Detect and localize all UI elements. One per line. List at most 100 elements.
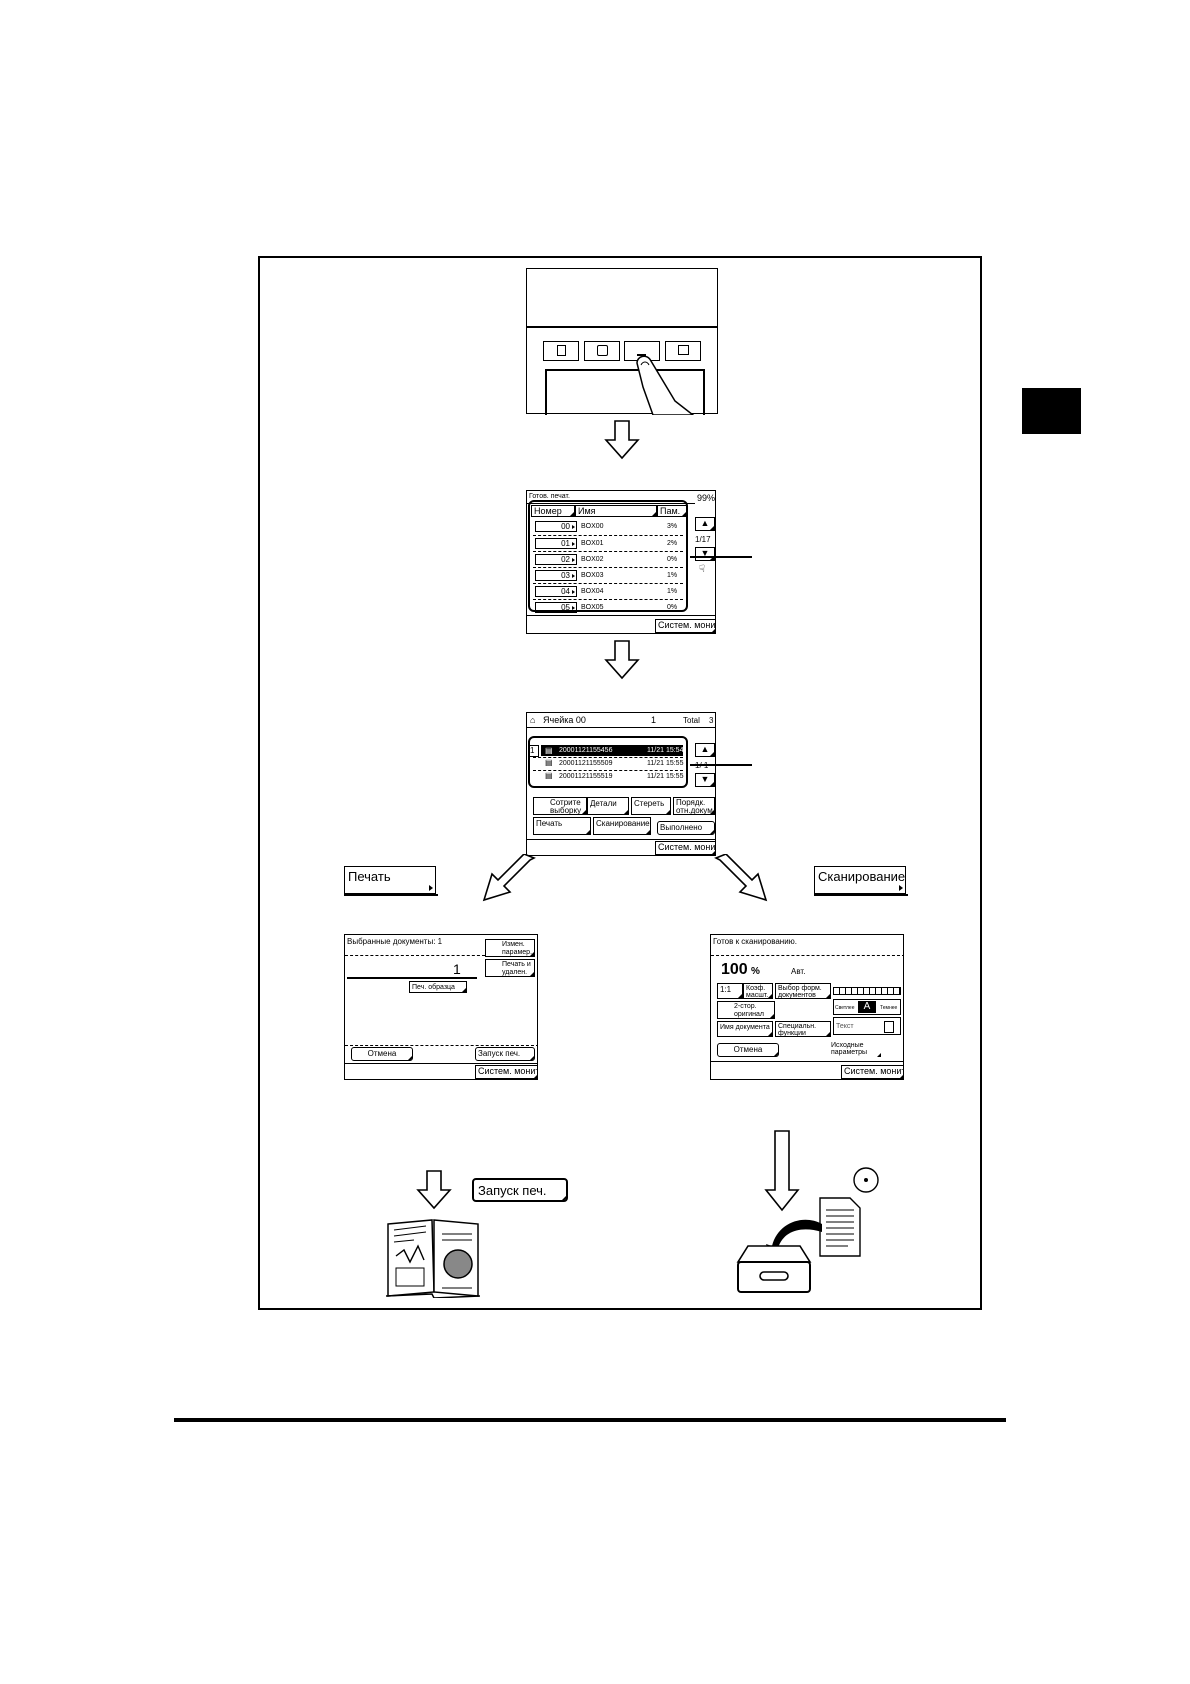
box-usage: 0% [667,604,678,611]
document-size-button[interactable]: Выбор форм. документов [775,983,831,999]
cancel-button[interactable]: Отмена [717,1043,779,1057]
one-to-one-button[interactable]: 1:1 [717,983,743,999]
box-list-highlight [528,500,688,612]
density-slider[interactable] [833,987,901,995]
leader-line-2 [690,764,752,766]
zoom-ratio-button[interactable]: Коэф. масшт. [743,983,773,999]
selected-count: 1 [651,715,657,725]
box-button-03[interactable]: 03 [535,570,577,581]
document-row[interactable]: ▤ 20001121155519 11/21 15:55 [541,771,683,782]
mail-box-icon [637,345,646,356]
box-button-05[interactable]: 05 [535,602,577,613]
document-icon: ▤ [545,771,553,780]
box-name: BOX00 [581,523,604,530]
pointing-finger-icon [636,355,695,415]
print-callout-button[interactable]: Печать [344,866,438,896]
document-icon: ▤ [545,746,553,755]
system-monitor-button[interactable]: Систем. монитор [841,1065,903,1079]
scan-button[interactable]: Сканирование [593,817,651,835]
auto-label: Авт. [791,967,806,976]
ready-to-scan-label: Готов к сканированию. [713,937,797,946]
down-arrow-print [416,1170,452,1210]
system-monitor-button[interactable]: Систем. монитор [475,1065,537,1079]
cancel-button[interactable]: Отмена [351,1047,413,1061]
sample-print-button[interactable]: Печ. образца [409,981,467,993]
document-icon: ▤ [545,758,553,767]
two-sided-original-button[interactable]: 2-стор. оригинал [717,1001,775,1019]
selected-documents-label: Выбранные документы: 1 [347,937,443,946]
box-name: BOX03 [581,572,604,579]
done-button[interactable]: Выполнено [657,821,715,835]
page-orientation-icon [884,1021,894,1033]
printed-booklet-icon [385,1219,481,1298]
chapter-tab-marker [1022,388,1081,434]
copy-key[interactable] [543,341,579,361]
print-settings-screen: Выбранные документы: 1 Измен. парамер. П… [344,934,538,1080]
box-name: BOX01 [581,540,604,547]
footer-rule [174,1418,1006,1422]
box-usage: 1% [667,572,678,579]
lighter-label: Светлее [835,1005,855,1011]
document-row[interactable]: ▤ 20001121155509 11/21 15:55 [541,758,683,769]
box-name: BOX04 [581,588,604,595]
erase-button[interactable]: Стереть [631,797,671,815]
scroll-up-button[interactable]: ▲ [695,743,715,757]
box-title: Ячейка 00 [543,715,586,725]
box-button-00[interactable]: 00 [535,521,577,532]
copies-count: 1 [453,961,461,977]
mailbox-icon: ⌂ [530,715,536,725]
box-usage: 3% [667,523,678,530]
total-label: Total [683,716,700,725]
send-icon [597,345,608,356]
document-time: 11/21 15:55 [647,773,684,780]
start-print-callout-button[interactable]: Запуск печ. [472,1178,568,1202]
start-print-button[interactable]: Запуск печ. [475,1047,535,1061]
zoom-value: 100 [721,961,748,978]
box-button-02[interactable]: 02 [535,554,577,565]
start-key-icon [853,1167,879,1193]
text-mode-label: Текст [836,1023,854,1030]
scroll-up-button[interactable]: ▲ [695,517,715,531]
scanned-document-icon [819,1197,861,1257]
page-counter: 1/17 [695,535,711,544]
send-key[interactable] [584,341,620,361]
scan-callout-button[interactable]: Сканирование [814,866,908,896]
hand-icon: ☟ [699,564,706,575]
column-number[interactable]: Номер [531,505,575,517]
document-name-button[interactable]: Имя документа [717,1021,773,1037]
column-name[interactable]: Имя [575,505,657,517]
document-name: 20001121155456 [559,747,613,754]
system-monitor-button[interactable]: Систем. монитор [655,841,715,855]
text-mode-panel[interactable]: Текст [833,1017,901,1035]
box-usage: 1% [667,588,678,595]
print-and-delete-button[interactable]: Печать и удален. [485,959,535,977]
diagram-frame [258,256,982,1310]
additional-icon [678,345,689,355]
default-settings-button[interactable]: Исходные параметры [815,1041,881,1057]
down-arrow-2 [604,640,640,680]
document-name: 20001121155519 [559,773,613,780]
print-button[interactable]: Печать [533,817,591,835]
additional-key[interactable] [665,341,701,361]
image-type-panel[interactable]: Светлее A Темнее [833,999,901,1015]
scroll-down-button[interactable]: ▼ [695,773,715,787]
document-order-button[interactable]: Порядк. отн.докум [673,797,715,815]
box-button-04[interactable]: 04 [535,586,577,597]
box-name: BOX05 [581,604,604,611]
document-time: 11/21 15:55 [647,760,684,767]
arrow-to-print [482,854,536,902]
change-settings-button[interactable]: Измен. парамер. [485,939,535,957]
system-monitor-button[interactable]: Систем. монитор [655,619,715,633]
down-arrow-1 [604,420,640,460]
copy-icon [557,345,566,356]
arrow-to-scan [714,854,768,902]
page-counter: 1/ 1 [695,761,708,771]
scroll-down-button[interactable]: ▼ [695,547,715,561]
clear-selection-button[interactable]: Сотрите выборку [533,797,587,815]
touch-panel-frame [545,369,705,415]
box-usage: 0% [667,556,678,563]
box-button-01[interactable]: 01 [535,538,577,549]
down-arrow-scan [764,1130,800,1212]
details-button[interactable]: Детали [587,797,629,815]
special-features-button[interactable]: Специальн. функции [775,1021,831,1037]
